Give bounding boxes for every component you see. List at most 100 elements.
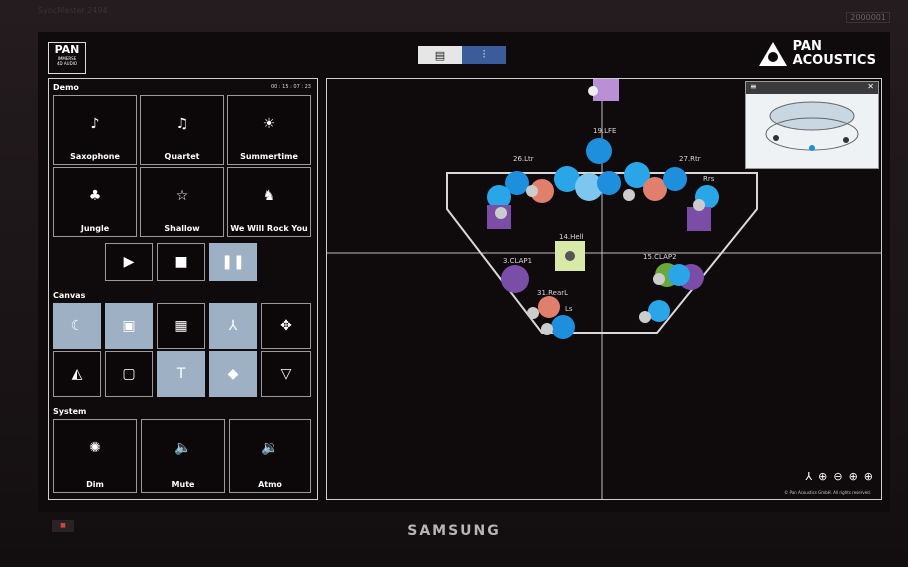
zoom-toolbar: ⅄ ⊕ ⊖ ⊕ ⊕ [805, 470, 873, 483]
demo-timer: 00 : 15 : 07 : 23 [270, 84, 311, 90]
demo-tile-label: Quartet [164, 152, 200, 161]
label-ls: Ls [565, 305, 573, 313]
ls-blob [551, 315, 575, 339]
saxophone-icon: ♪ [90, 116, 100, 132]
app-logo-main: PAN [54, 43, 80, 56]
system-tile-label: Dim [86, 480, 104, 489]
filter-icon: ▽ [280, 366, 292, 382]
mute-button[interactable]: 🔈 Mute [141, 419, 225, 493]
demo-tile-label: Summertime [240, 152, 298, 161]
canvas-move-button[interactable]: ✥ [261, 303, 311, 349]
axes-icon: ⅄ [228, 318, 238, 334]
speaker-layout-svg [327, 79, 881, 499]
badge-2d [541, 323, 553, 335]
film-view-button[interactable]: ▤ [418, 46, 462, 64]
quartet-icon: ♫ [175, 116, 189, 132]
zoom-in-icon[interactable]: ⊕ [818, 470, 828, 483]
film-icon: ▤ [434, 48, 446, 62]
speaker-blob [597, 171, 621, 195]
mixer-icon: ⫶ [482, 48, 486, 61]
demo-tile-summertime[interactable]: ☀ Summertime [227, 95, 311, 165]
summertime-icon: ☀ [262, 116, 276, 132]
dim-icon: ✺ [89, 440, 101, 456]
speaker-blob [643, 177, 667, 201]
canvas-cube-button[interactable]: ◆ [209, 351, 257, 397]
canvas-speaker-button[interactable]: ▢ [105, 351, 153, 397]
play-icon: ▶ [123, 254, 135, 270]
badge-2d [527, 307, 539, 319]
monitor-badge: 2000001 [846, 12, 890, 23]
badge-2d [623, 189, 635, 201]
speaker-blob [554, 166, 580, 192]
play-button[interactable]: ▶ [105, 243, 153, 281]
canvas-filter-button[interactable]: ▽ [261, 351, 311, 397]
brand-line1: PAN [792, 39, 822, 54]
star-icon: ☆ [175, 188, 189, 204]
speaker-layout-canvas[interactable]: 19.LFE 26.Ltr 27.Rtr 14.Hell 3.CLAP1 15.… [326, 78, 882, 500]
minimap-dome [769, 101, 855, 131]
badge-2d [639, 311, 651, 323]
minimap-dot [773, 135, 779, 141]
minimap-dot [843, 137, 849, 143]
rearl-blob [538, 296, 560, 318]
image-icon: ▣ [122, 318, 136, 334]
speaker-blob [575, 173, 603, 201]
copyright-text: © Pan Acoustics GmbH. All rights reserve… [784, 490, 871, 495]
demo-tile-shallow[interactable]: ☆ Shallow [140, 167, 224, 237]
zoom-fit-icon[interactable]: ⊕ [848, 470, 858, 483]
demo-tile-we-will-rock-you[interactable]: ♞ We Will Rock You [227, 167, 311, 237]
close-icon[interactable]: ✕ [867, 82, 874, 91]
pause-button[interactable]: ❚❚ [209, 243, 257, 281]
badge-2d [495, 207, 507, 219]
label-clap1: 3.CLAP1 [503, 257, 533, 265]
speaker-blob [505, 171, 529, 195]
system-tile-label: Mute [171, 480, 195, 489]
atmo-icon: 🔉 [261, 440, 279, 456]
atmo-button[interactable]: 🔉 Atmo [229, 419, 311, 493]
app-logo: PAN IMMERSE 4D AUDIO [48, 42, 86, 74]
pause-icon: ❚❚ [221, 254, 245, 270]
demo-tile-saxophone[interactable]: ♪ Saxophone [53, 95, 137, 165]
canvas-night-button[interactable]: ☾ [53, 303, 101, 349]
menu-icon[interactable]: ≡ [750, 82, 757, 91]
canvas-pyramid-button[interactable]: ◭ [53, 351, 101, 397]
pan-logo-icon [758, 42, 787, 66]
speaker-blob [663, 167, 687, 191]
demo-tile-jungle[interactable]: ♣ Jungle [53, 167, 137, 237]
app-screen: PAN IMMERSE 4D AUDIO ▤ ⫶ PAN ACOUSTICS D… [38, 32, 890, 512]
mixer-view-button[interactable]: ⫶ [462, 46, 506, 64]
stop-icon: ■ [174, 254, 188, 270]
stop-button[interactable]: ■ [157, 243, 205, 281]
label-rearl: 31.RearL [537, 289, 569, 297]
pan-acoustics-brand: PAN ACOUSTICS [758, 39, 876, 68]
demo-tile-quartet[interactable]: ♫ Quartet [140, 95, 224, 165]
room-outline [446, 172, 758, 334]
jungle-icon: ♣ [88, 188, 102, 204]
zoom-out-icon[interactable]: ⊖ [833, 470, 843, 483]
minimap-3d-view [746, 94, 878, 168]
minimap-panel[interactable]: ≡ ✕ [745, 81, 879, 169]
canvas-image-button[interactable]: ▣ [105, 303, 153, 349]
rrs-blob [648, 300, 670, 322]
label-hell: 14.Hell [559, 233, 584, 241]
speaker-blob [624, 162, 650, 188]
dim-button[interactable]: ✺ Dim [53, 419, 137, 493]
system-section-title: System [53, 407, 87, 416]
label-rrs: Rrs [703, 175, 715, 183]
canvas-axes-button[interactable]: ⅄ [209, 303, 257, 349]
pyramid-icon: ◭ [71, 366, 83, 382]
system-tile-label: Atmo [258, 480, 282, 489]
demo-section-title: Demo [53, 83, 79, 92]
zoom-reset-icon[interactable]: ⊕ [863, 470, 873, 483]
speaker-blob [668, 264, 690, 286]
demo-tile-label: Shallow [164, 224, 200, 233]
badge-2d [526, 185, 538, 197]
speaker-blob [487, 185, 511, 209]
speaker-icon: ▢ [122, 366, 136, 382]
label-ltr: 26.Ltr [513, 155, 534, 163]
canvas-text-button[interactable]: T [157, 351, 205, 397]
axes-toggle-icon[interactable]: ⅄ [805, 470, 813, 483]
canvas-grid-button[interactable]: ▦ [157, 303, 205, 349]
label-rtr: 27.Rtr [679, 155, 701, 163]
